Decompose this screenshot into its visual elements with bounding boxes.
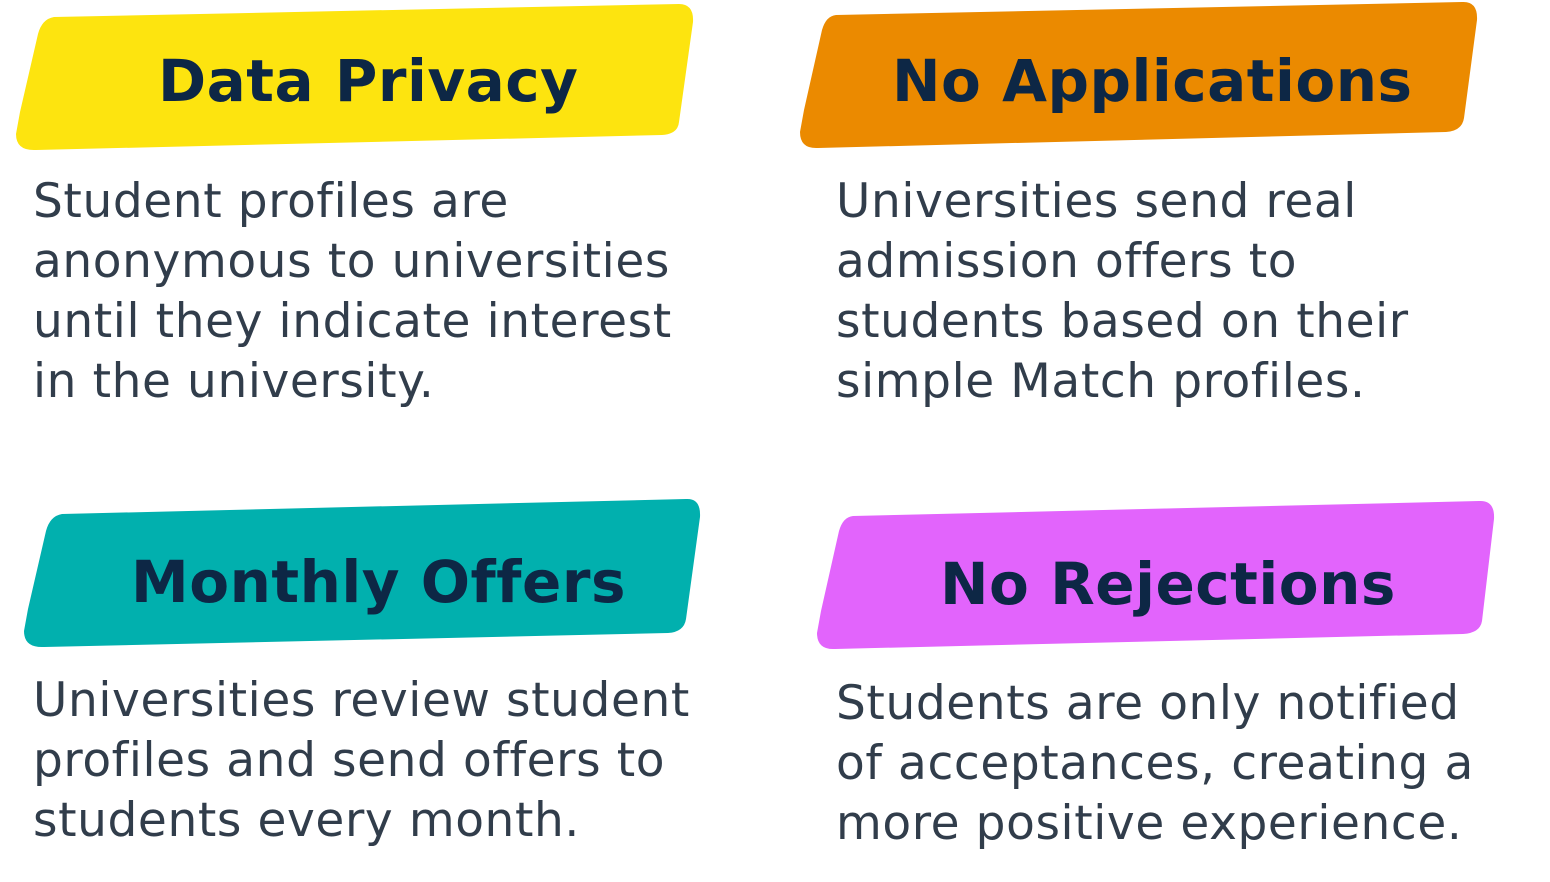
feature-title: No Rejections xyxy=(940,550,1396,618)
brush-stroke-shape xyxy=(16,4,694,151)
feature-title: Data Privacy xyxy=(158,47,579,115)
description-line: students every month. xyxy=(33,793,580,848)
description-line: admission offers to xyxy=(836,234,1298,289)
description-line: Universities send real xyxy=(836,174,1357,229)
description-line: anonymous to universities xyxy=(33,234,670,289)
description-line: profiles and send offers to xyxy=(33,733,666,788)
banner-no-applications xyxy=(798,0,1480,150)
description-line: of acceptances, creating a xyxy=(836,736,1474,791)
brush-stroke-shape xyxy=(24,498,701,648)
description-line: Universities review student xyxy=(33,673,690,728)
feature-title: Monthly Offers xyxy=(131,548,626,616)
description-line: until they indicate interest xyxy=(33,294,672,349)
description-line: more positive experience. xyxy=(836,796,1463,851)
brush-stroke-shape xyxy=(800,1,1478,149)
feature-title: No Applications xyxy=(892,47,1413,115)
description-line: simple Match profiles. xyxy=(836,354,1366,409)
description-line: Students are only notified xyxy=(836,676,1460,731)
brush-stroke-shape xyxy=(817,500,1495,650)
banner-data-privacy xyxy=(14,2,694,152)
banner-no-rejections xyxy=(815,499,1497,651)
banner-monthly-offers xyxy=(22,497,702,649)
description-line: Student profiles are xyxy=(33,174,509,229)
description-line: students based on their xyxy=(836,294,1409,349)
description-line: in the university. xyxy=(33,354,435,409)
